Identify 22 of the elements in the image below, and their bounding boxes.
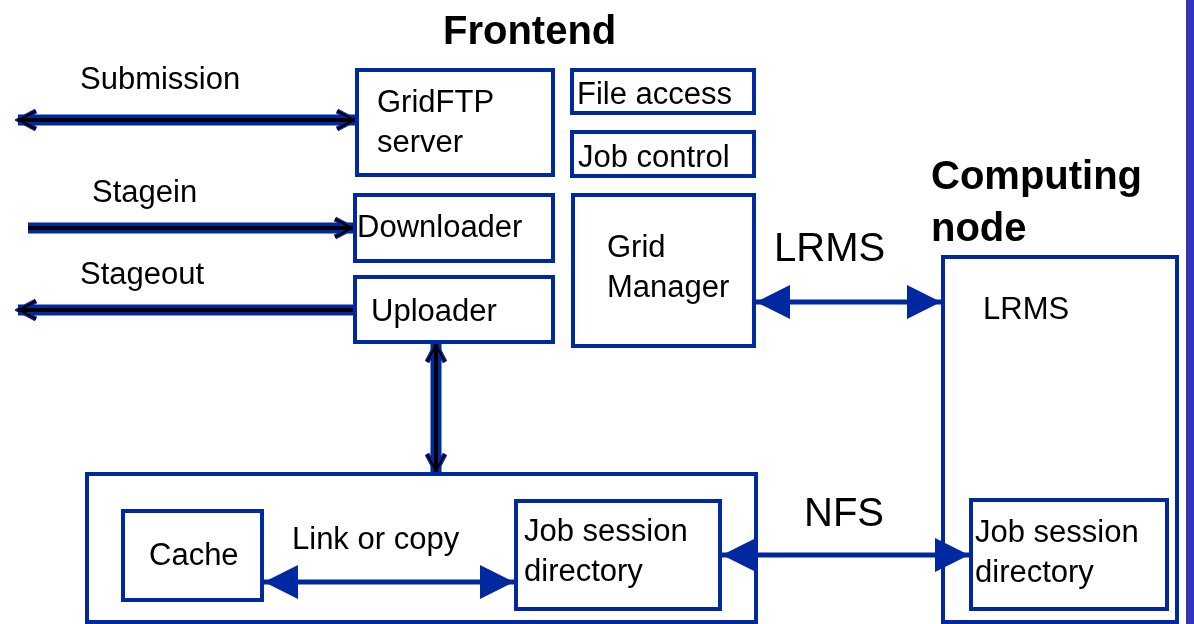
process-box xyxy=(571,193,756,348)
box-label: Job session directory xyxy=(975,513,1140,592)
box-label: Downloader xyxy=(357,208,524,246)
box-label: File access xyxy=(577,75,734,113)
process-box xyxy=(570,130,756,178)
box-label: LRMS xyxy=(983,290,1071,328)
box-label: Job control xyxy=(578,138,731,176)
box-label: Uploader xyxy=(371,292,498,330)
box-label: Cache xyxy=(149,536,240,574)
process-box xyxy=(353,275,555,344)
title: Frontend xyxy=(443,8,617,53)
process-box xyxy=(353,193,555,263)
box-label: Job session directory xyxy=(524,512,689,591)
process-box xyxy=(570,68,756,115)
process-box xyxy=(514,499,722,611)
box-label: GridFTP server xyxy=(377,83,495,162)
heading: Computing node xyxy=(931,152,1144,251)
process-box xyxy=(355,68,555,177)
box-label: Grid Manager xyxy=(607,228,731,307)
container-box xyxy=(85,472,758,624)
process-box xyxy=(969,498,1169,611)
process-box xyxy=(121,509,264,602)
